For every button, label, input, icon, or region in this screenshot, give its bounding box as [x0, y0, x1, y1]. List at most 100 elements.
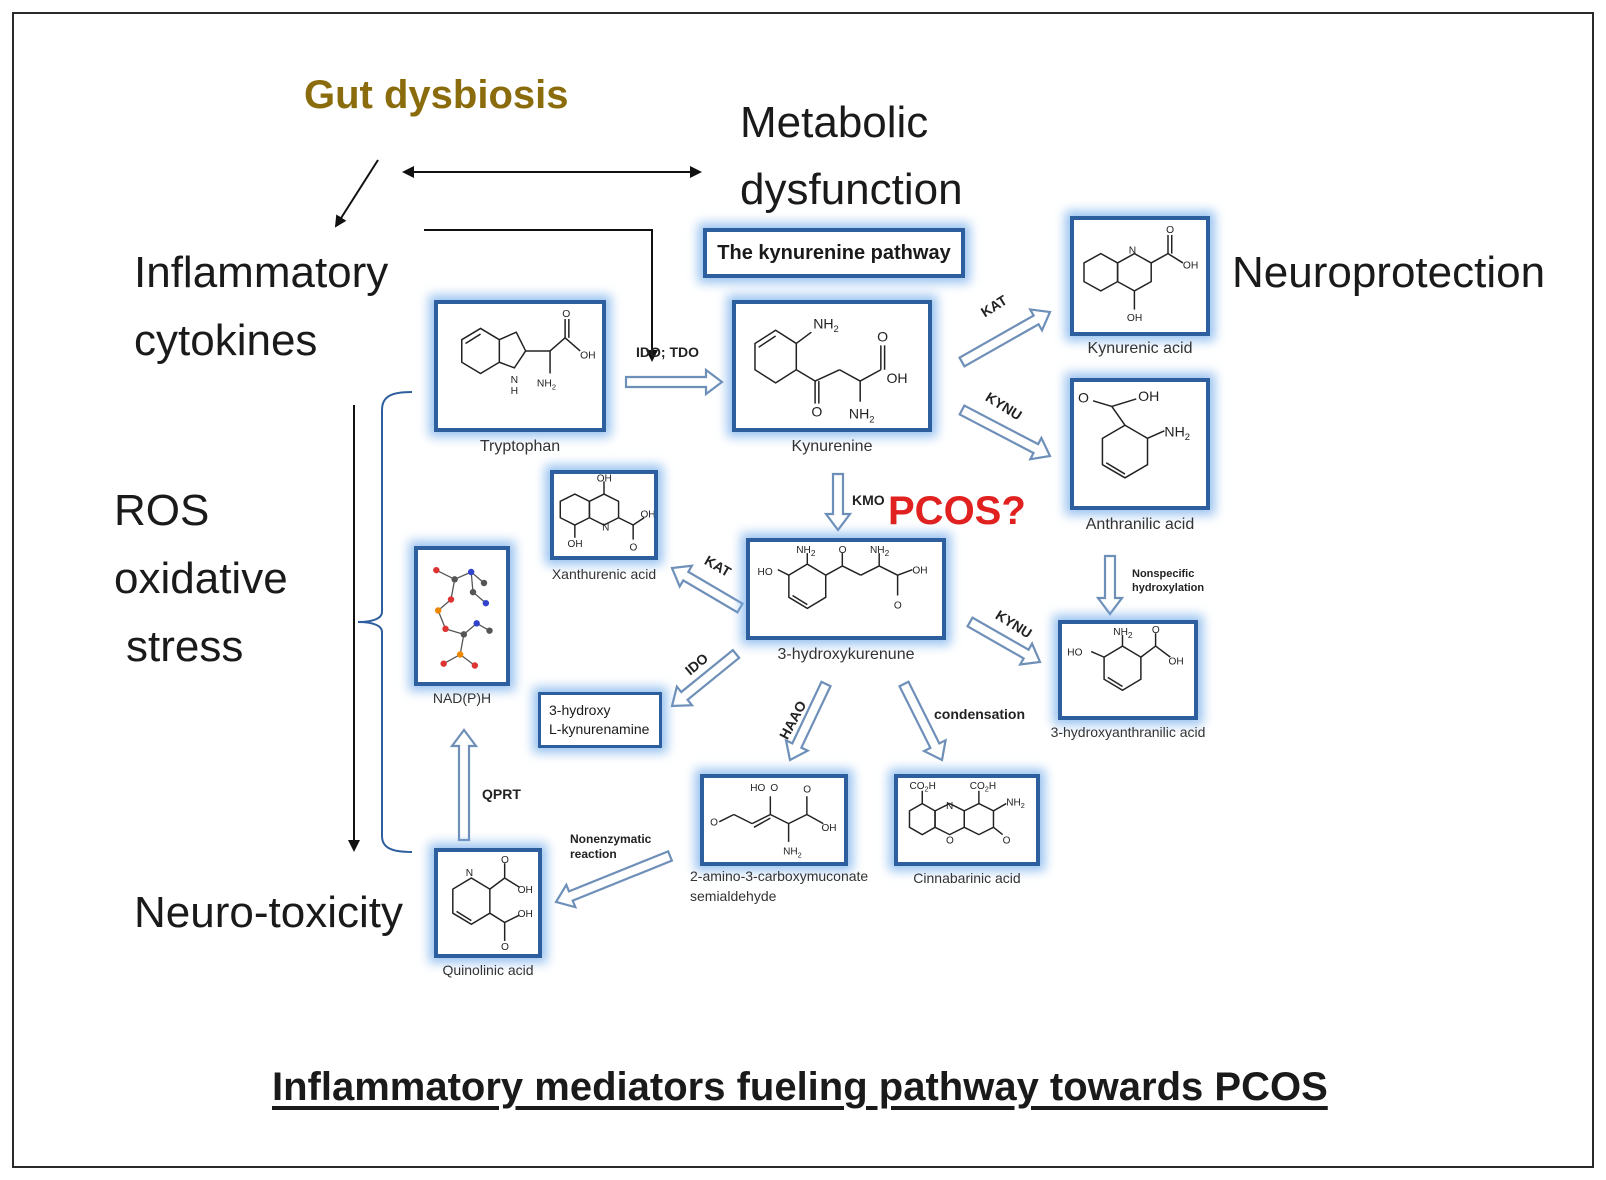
svg-text:NH2: NH2: [813, 315, 839, 334]
svg-text:O: O: [562, 309, 570, 320]
svg-text:NH2: NH2: [783, 847, 802, 860]
svg-text:O: O: [630, 543, 638, 554]
hydroxyanthranilic-acid-caption: 3-hydroxyanthranilic acid: [1050, 724, 1206, 740]
inflammatory-label: Inflammatory: [134, 248, 389, 297]
arrow-anthranilic-to-3haa: [1095, 554, 1125, 616]
svg-text:HO: HO: [750, 783, 765, 794]
svg-text:OH: OH: [886, 370, 907, 386]
arrow-kyn-to-3hk: [823, 472, 853, 532]
svg-text:NH2: NH2: [1006, 797, 1025, 810]
kynurenine-structure-box: NH2 O OH O NH2: [732, 300, 932, 432]
anthranilic-acid-structure-box: O OH NH2: [1070, 378, 1210, 510]
cinnabarinic-acid-structure-box: CO2H CO2H N O NH2 O: [894, 774, 1040, 866]
metabolic-label: Metabolic: [740, 98, 929, 147]
svg-text:N: N: [1129, 246, 1136, 257]
svg-text:NH2: NH2: [1164, 423, 1190, 442]
arrow-3hk-to-xanthurenic: [670, 564, 745, 614]
xanthurenic-acid-structure-box: OH N OH O OH: [550, 470, 658, 560]
svg-text:NH2: NH2: [870, 545, 890, 558]
svg-text:O: O: [1166, 225, 1174, 236]
hydroxy-kynurenamine-line1: 3-hydroxy: [549, 702, 611, 718]
svg-text:O: O: [1003, 836, 1011, 847]
bottom-title: Inflammatory mediators fueling pathway t…: [272, 1065, 1328, 1109]
svg-text:NH2: NH2: [849, 406, 875, 425]
svg-text:OH: OH: [580, 350, 596, 361]
svg-text:OH: OH: [1138, 388, 1159, 404]
arrow-trp-to-kyn: [624, 367, 724, 397]
svg-text:N: N: [946, 801, 953, 812]
svg-text:O: O: [501, 855, 509, 866]
hydroxy-kynurenamine-box: 3-hydroxy L-kynurenamine: [538, 692, 662, 748]
acms-caption-line2: semialdehyde: [690, 888, 777, 904]
nadph-structure-box: [414, 546, 510, 686]
svg-text:OH: OH: [568, 539, 583, 550]
svg-text:N: N: [602, 522, 609, 533]
cytokines-label: cytokines: [134, 316, 318, 365]
svg-text:OH: OH: [518, 885, 533, 896]
xanthurenic-acid-caption: Xanthurenic acid: [551, 566, 657, 582]
arrow-3hk-to-3haa: [966, 616, 1042, 666]
svg-text:NH2: NH2: [796, 545, 816, 558]
anthranilic-acid-caption: Anthranilic acid: [1085, 516, 1195, 533]
neuroprotection-label: Neuroprotection: [1232, 248, 1546, 297]
svg-text:NH2: NH2: [537, 379, 556, 392]
nadph-caption: NAD(P)H: [432, 690, 492, 706]
svg-text:NH2: NH2: [1113, 627, 1133, 640]
svg-text:O: O: [1078, 390, 1089, 406]
svg-text:O: O: [770, 783, 778, 794]
svg-text:CO2H: CO2H: [909, 781, 935, 794]
svg-text:O: O: [803, 785, 811, 796]
kynurenine-pathway-box: The kynurenine pathway: [703, 228, 965, 278]
hydroxykynurenine-caption: 3-hydroxykurenune: [777, 646, 915, 663]
svg-text:CO2H: CO2H: [970, 781, 996, 794]
svg-text:OH: OH: [518, 909, 533, 920]
arrow-3hk-to-kynurenamine: [670, 648, 741, 708]
stress-label: stress: [126, 622, 244, 671]
enzyme-condensation: condensation: [934, 706, 1026, 722]
svg-text:O: O: [946, 836, 954, 847]
acms-caption-line1: 2-amino-3-carboxymuconate: [690, 868, 869, 884]
oxidative-label: oxidative: [114, 554, 288, 603]
svg-text:OH: OH: [640, 510, 654, 521]
svg-text:OH: OH: [597, 474, 612, 484]
kynurenic-acid-structure-box: N O OH OH: [1070, 216, 1210, 336]
enzyme-kmo: KMO: [852, 492, 885, 508]
svg-text:OH: OH: [912, 565, 927, 576]
figure-frame: [12, 12, 1594, 1168]
gut-dysbiosis-label: Gut dysbiosis: [304, 73, 569, 117]
neurotoxicity-label: Neuro-toxicity: [134, 888, 403, 937]
arrow-3hk-to-cinnabarinic: [898, 680, 948, 762]
ros-label: ROS: [114, 486, 210, 535]
svg-text:O: O: [811, 404, 822, 420]
svg-text:O: O: [501, 942, 509, 953]
svg-text:OH: OH: [821, 823, 836, 834]
cytokines-to-ido-arrow: [424, 229, 658, 362]
svg-text:O: O: [839, 545, 847, 556]
tryptophan-caption: Tryptophan: [479, 438, 561, 455]
svg-text:N: N: [466, 868, 473, 879]
cinnabarinic-acid-caption: Cinnabarinic acid: [913, 870, 1021, 886]
kynurenine-caption: Kynurenine: [791, 438, 873, 455]
hydroxyanthranilic-acid-structure-box: NH2 O HO OH: [1058, 620, 1198, 720]
kynurenic-acid-caption: Kynurenic acid: [1087, 340, 1193, 357]
arrow-acms-to-quinolinic: [554, 849, 674, 909]
svg-text:HO: HO: [1067, 647, 1082, 658]
svg-text:N: N: [511, 375, 518, 386]
arrow-kyn-to-anthranilic: [958, 404, 1052, 461]
arrow-quinolinic-to-nadph: [449, 728, 479, 842]
enzyme-ido-tdo: IDO; TDO: [636, 344, 699, 360]
hydroxy-kynurenamine-line2: L-kynurenamine: [549, 720, 650, 737]
quinolinic-acid-structure-box: N O OH OH O: [434, 848, 542, 958]
arrow-kyn-to-kynurenic: [958, 308, 1052, 368]
svg-text:OH: OH: [1127, 313, 1142, 324]
acms-structure-box: O HO O O OH NH2: [700, 774, 848, 866]
svg-text:OH: OH: [1183, 261, 1198, 272]
svg-text:O: O: [877, 329, 888, 345]
quinolinic-acid-caption: Quinolinic acid: [442, 962, 534, 978]
svg-text:O: O: [710, 817, 718, 828]
svg-text:O: O: [894, 600, 902, 611]
pcos-label: PCOS?: [888, 489, 1026, 533]
svg-text:O: O: [1152, 625, 1160, 636]
dysfunction-label: dysfunction: [740, 165, 963, 214]
